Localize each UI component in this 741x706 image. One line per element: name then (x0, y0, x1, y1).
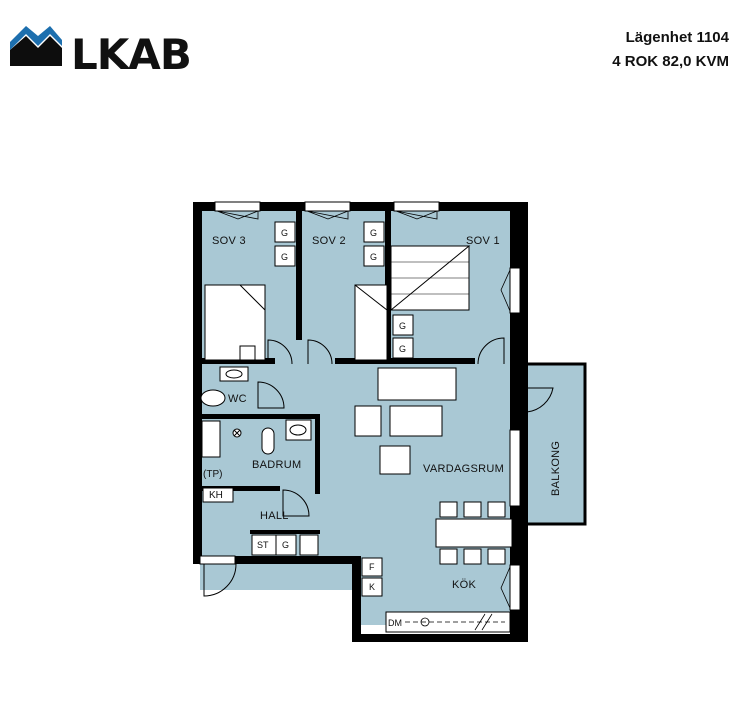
wardrobes (274, 221, 414, 359)
lkab-logo: LKAB (8, 20, 208, 76)
freezer-label: K (369, 582, 375, 592)
kitchen-counter-detail (405, 613, 505, 631)
apartment-title: Lägenhet 1104 (625, 29, 729, 46)
room-label-vardagsrum: VARDAGSRUM (423, 463, 504, 475)
wardrobe-label: G (370, 252, 377, 262)
room-label-wc: WC (228, 393, 247, 405)
windows (199, 201, 521, 611)
wardrobe-label: G (399, 344, 406, 354)
bathroom-fixtures (200, 366, 312, 458)
room-label-sov3: SOV 3 (212, 235, 246, 247)
apartment-header: Lägenhet 1104 4 ROK 82,0 KVM (612, 26, 729, 74)
room-label-tp: (TP) (203, 469, 222, 480)
wardrobe-label: G (281, 252, 288, 262)
dishwasher-label: DM (388, 618, 402, 628)
room-label-hall: HALL (260, 510, 289, 522)
wardrobe-label: G (370, 228, 377, 238)
interior-walls (200, 210, 475, 534)
wardrobe-label: G (399, 321, 406, 331)
living-furniture (354, 367, 513, 565)
room-label-kok: KÖK (452, 579, 476, 591)
wardrobe-label: G (281, 228, 288, 238)
room-label-kh: KH (209, 490, 223, 501)
storage-label-st: ST (257, 540, 269, 550)
room-label-sov2: SOV 2 (312, 235, 346, 247)
fridge-label: F (369, 562, 375, 572)
apartment-size: 4 ROK 82,0 KVM (612, 53, 729, 70)
wardrobe-label: G (282, 540, 289, 550)
room-label-badrum: BADRUM (252, 459, 301, 471)
doors (203, 337, 505, 597)
room-label-balkong: BALKONG (550, 441, 562, 496)
room-label-sov1: SOV 1 (466, 235, 500, 247)
beds (204, 245, 471, 361)
mountain-logo-icon (10, 26, 62, 66)
logo-wordmark: LKAB (71, 30, 192, 79)
